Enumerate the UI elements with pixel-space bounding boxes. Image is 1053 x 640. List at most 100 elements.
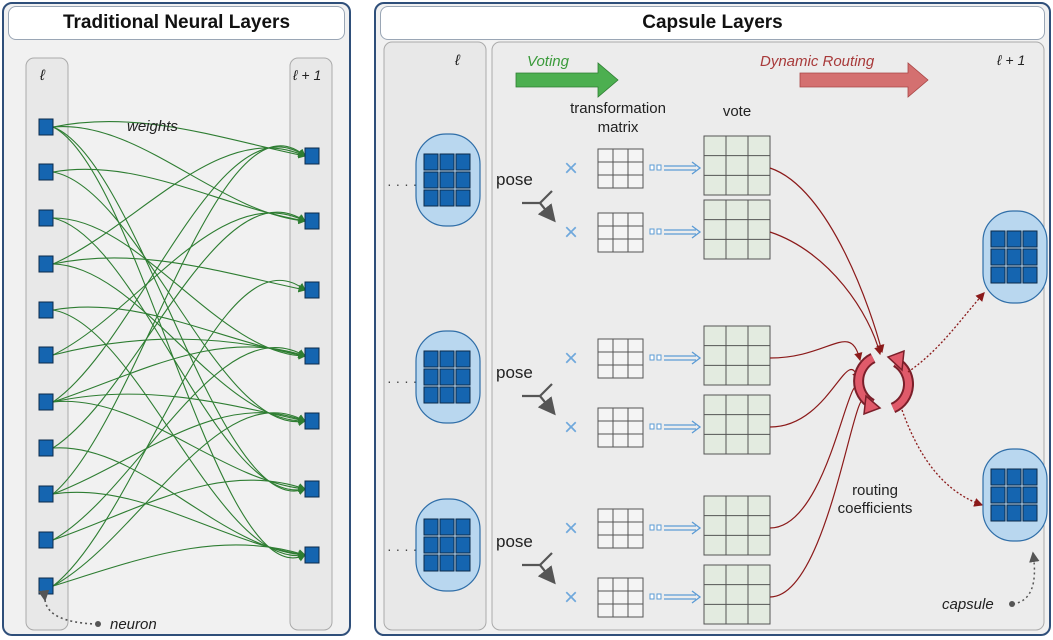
transform-matrix [597, 338, 644, 379]
neuron-pointer [38, 589, 96, 625]
pose-cell [990, 504, 1006, 522]
capsule-layer-l1-label: ℓ + 1 [996, 52, 1025, 68]
neuron-l [38, 163, 54, 181]
capsule-groups: · · · ·pose××· · · ·pose××· · · ·pose×× [387, 133, 771, 625]
pose-split-branch [539, 190, 553, 204]
vote-arrow-head [691, 225, 702, 239]
pose-cell [1006, 504, 1022, 522]
transform-matrix [597, 508, 644, 549]
pose-cell [455, 368, 471, 386]
dynamic-routing-label: Dynamic Routing [760, 53, 875, 70]
vote-matrix-frame [703, 199, 771, 260]
vote-row: × [564, 135, 771, 196]
neuron-label: neuron [110, 616, 157, 633]
weight-connection [52, 400, 307, 493]
transform-matrix [597, 577, 644, 618]
routing-line [769, 167, 885, 354]
neuron-l1 [304, 147, 320, 165]
pose-cell [455, 386, 471, 404]
vote-row: × [564, 325, 771, 386]
vote-arrow-head [691, 521, 702, 535]
weight-connection [52, 447, 307, 559]
pose-cell [423, 554, 439, 572]
weight-connection [52, 145, 306, 495]
pose-cell [439, 350, 455, 368]
vote-arrow-shaft [664, 165, 696, 171]
pose-cell [990, 230, 1006, 248]
transform-matrix-frame [597, 338, 644, 379]
pose-cell [439, 536, 455, 554]
transform-matrix [597, 212, 644, 253]
pose-cell [455, 518, 471, 536]
vote-arrow-shaft [664, 229, 696, 235]
weight-connection [52, 147, 307, 265]
capsule-layer-l-label: ℓ [454, 52, 461, 69]
weight-connection [52, 168, 307, 224]
layer-l1-column [289, 57, 333, 631]
weight-connection [52, 544, 307, 587]
vote-matrix [703, 135, 771, 196]
capsule-pointer-dot [1009, 601, 1015, 607]
routing-arrow [799, 62, 929, 98]
vote-matrix-frame [703, 495, 771, 556]
pose-split-branch [539, 552, 553, 566]
pose-cell [1006, 468, 1022, 486]
weight-connection [52, 346, 307, 403]
pose-cell [1006, 230, 1022, 248]
dot-icon [649, 593, 655, 600]
dot-icon [649, 524, 655, 531]
multiply-icon: × [564, 155, 578, 182]
neuron-l [38, 301, 54, 319]
capsule-layers-title: Capsule Layers [380, 6, 1045, 40]
routing-line [769, 369, 861, 428]
layer-l-column [25, 57, 69, 631]
vote-matrix-frame [703, 325, 771, 386]
neuron-l1 [304, 546, 320, 564]
neuron-l [38, 485, 54, 503]
vote-matrix [703, 199, 771, 260]
vote-row: × [564, 564, 771, 625]
neuron-l [38, 577, 54, 595]
voting-arrow [515, 62, 619, 98]
dot-icon [656, 423, 662, 430]
route-out-upper [907, 292, 985, 373]
dot-icon [656, 228, 662, 235]
output-capsule-lower [982, 448, 1048, 542]
dot-icon [656, 354, 662, 361]
pose-cell [990, 266, 1006, 284]
vote-arrow-head [691, 590, 702, 604]
matrix-label: matrix [598, 119, 639, 136]
dot-icon [649, 164, 655, 171]
pose-cell [1022, 248, 1038, 266]
neuron-l [38, 393, 54, 411]
vote-matrix-frame [703, 135, 771, 196]
output-capsule-upper [982, 210, 1048, 304]
neuron-pointer-dot [95, 621, 101, 627]
pose-cell [1022, 504, 1038, 522]
pose-cell [990, 486, 1006, 504]
pose-cell [1022, 486, 1038, 504]
traditional-layers-title: Traditional Neural Layers [8, 6, 345, 40]
weight-connection [52, 412, 306, 587]
pose-cell [1006, 266, 1022, 284]
pose-cell [1022, 230, 1038, 248]
dot-icon [649, 423, 655, 430]
pose-cell [423, 536, 439, 554]
vote-arrow-shaft [664, 424, 696, 430]
pose-label: pose [496, 363, 533, 382]
ellipsis: · · · · [387, 176, 417, 192]
weights-label: weights [127, 118, 178, 135]
capsule-group-1: · · · ·pose×× [387, 133, 771, 260]
pose-cell [439, 189, 455, 207]
transform-matrix-frame [597, 508, 644, 549]
routing-line [769, 231, 883, 356]
dot-icon [649, 354, 655, 361]
weight-connection [52, 393, 307, 424]
vote-arrow-shaft [664, 355, 696, 361]
ellipsis: · · · · [387, 373, 417, 389]
pose-cell [439, 518, 455, 536]
weight-connection [52, 412, 307, 495]
dot-icon [656, 524, 662, 531]
weight-connection [52, 279, 306, 587]
